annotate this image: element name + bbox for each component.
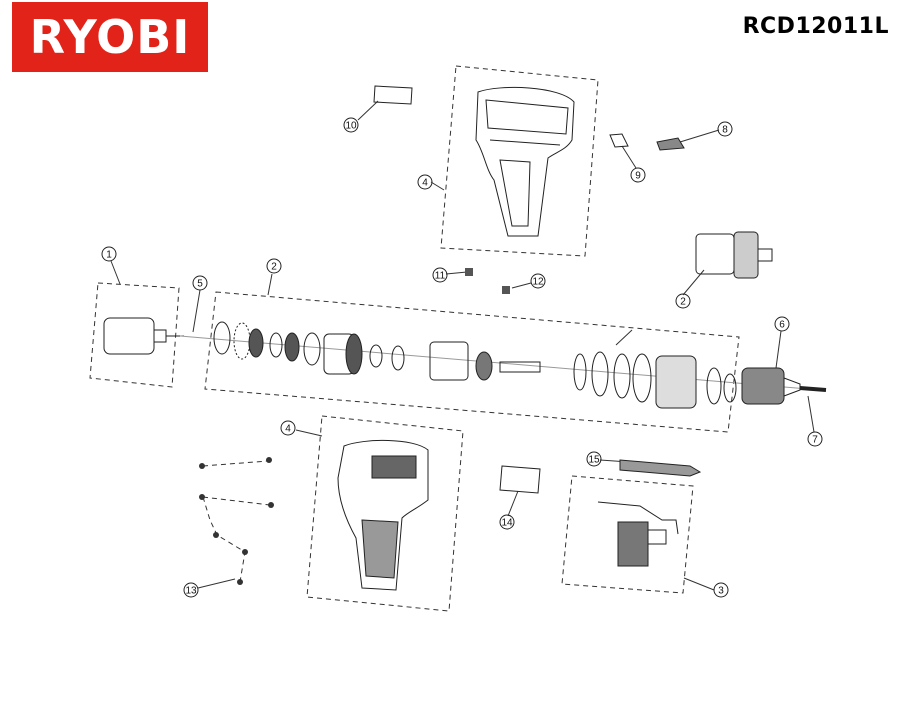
switch-box (561, 475, 694, 594)
callout-7: 7 (807, 431, 823, 447)
model-number: RCD12011L (742, 14, 889, 39)
callout-12: 12 (530, 273, 546, 289)
part-8 (656, 137, 685, 151)
motor-box (89, 282, 180, 388)
motor (103, 317, 184, 355)
part-11 (465, 268, 473, 276)
callout-6: 6 (774, 316, 790, 332)
svg-text:4: 4 (285, 424, 291, 435)
svg-text:1: 1 (106, 250, 112, 261)
svg-text:10: 10 (345, 121, 357, 132)
callout-8: 8 (717, 121, 733, 137)
leader-lines (110, 100, 815, 591)
callout-5: 5 (192, 275, 208, 291)
housing-left-half (337, 439, 429, 591)
chuck (741, 367, 801, 405)
svg-text:6: 6 (779, 320, 785, 331)
callout-9: 9 (630, 167, 646, 183)
screws-13 (199, 457, 274, 585)
callout-11: 11 (432, 267, 448, 283)
svg-text:9: 9 (635, 171, 641, 182)
part-12 (502, 286, 510, 294)
screw-lines (202, 460, 271, 583)
callout-4: 4 (280, 420, 296, 436)
part-label-10 (373, 85, 413, 105)
svg-text:12: 12 (532, 277, 544, 288)
callout-10: 10 (343, 117, 359, 133)
svg-text:4: 4 (422, 178, 428, 189)
gearbox-assembly (695, 231, 773, 279)
svg-text:7: 7 (812, 435, 818, 446)
callout-2: 2 (266, 258, 282, 274)
svg-text:2: 2 (680, 297, 686, 308)
part-9 (609, 133, 629, 148)
housing-right-box (440, 65, 599, 257)
svg-text:8: 8 (722, 125, 728, 136)
ryobi-logo: RYOBI (12, 2, 208, 72)
housing-right-half (475, 86, 575, 237)
callout-1: 1 (101, 246, 117, 262)
callout-15: 15 (586, 451, 602, 467)
callout-2: 2 (675, 293, 691, 309)
svg-text:11: 11 (435, 271, 446, 282)
svg-text:5: 5 (197, 279, 203, 290)
logo-text: RYOBI (29, 10, 191, 64)
callout-4: 4 (417, 174, 433, 190)
svg-text:3: 3 (718, 586, 724, 597)
part-15 (619, 459, 702, 477)
svg-text:13: 13 (185, 586, 197, 597)
callouts: 1 2 2 3 4 4 5 6 7 8 9 10 (101, 117, 823, 598)
callout-14: 14 (499, 514, 515, 530)
svg-text:14: 14 (501, 518, 513, 529)
gearbox-exploded-parts (213, 321, 737, 409)
svg-text:15: 15 (588, 455, 600, 466)
part-label-14 (499, 465, 541, 494)
group-boxes (89, 65, 740, 612)
screw-7 (799, 386, 827, 392)
callout-13: 13 (183, 582, 199, 598)
callout-3: 3 (713, 582, 729, 598)
svg-text:2: 2 (271, 262, 277, 273)
housing-left-box (306, 415, 464, 612)
switch-assembly (597, 501, 679, 567)
